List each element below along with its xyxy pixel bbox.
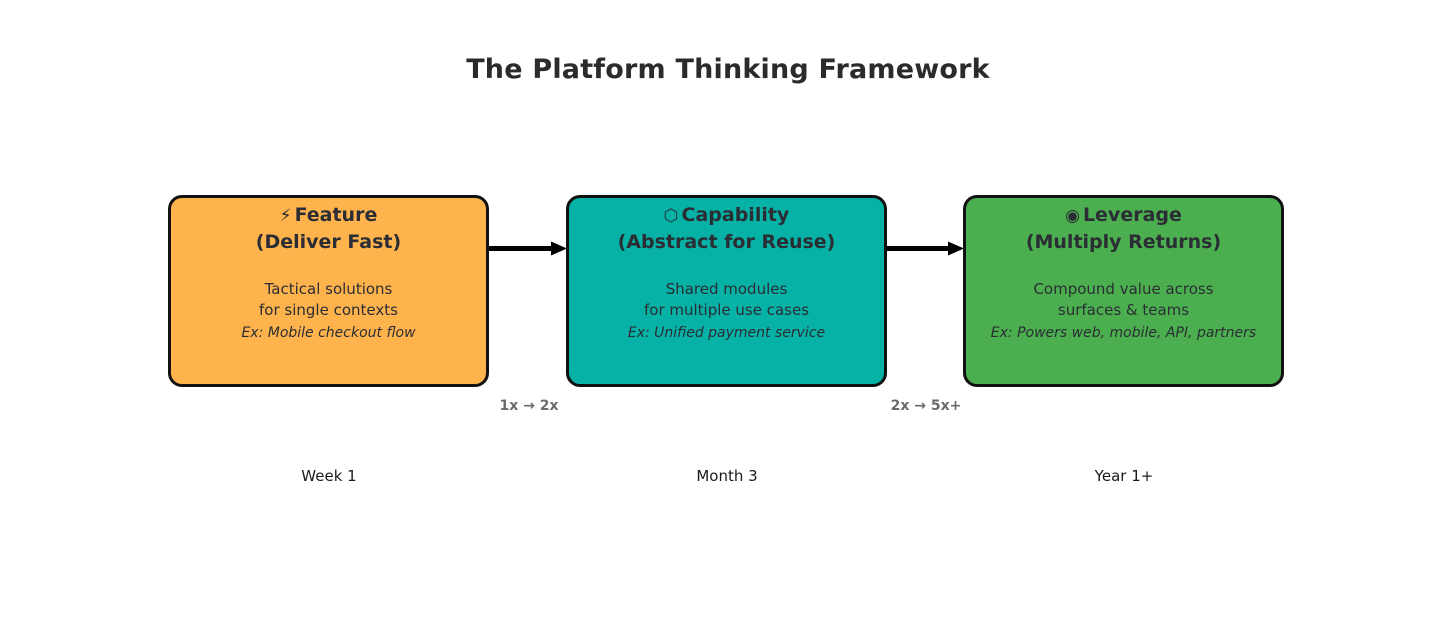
bullseye-icon: ◉ bbox=[1065, 206, 1080, 226]
stage-heading-line2: (Deliver Fast) bbox=[255, 231, 402, 253]
multiplier-label-1: 1x → 2x bbox=[499, 398, 559, 414]
stage-heading-leverage: ◉Leverage (Multiply Returns) bbox=[1026, 202, 1221, 255]
stage-example-capability: Ex: Unified payment service bbox=[627, 325, 826, 341]
timeline-label-leverage: Year 1+ bbox=[1094, 467, 1154, 485]
stage-card-leverage: ◉Leverage (Multiply Returns) Compound va… bbox=[963, 195, 1284, 387]
lightning-bolt-icon: ⚡ bbox=[279, 206, 292, 226]
stage-body-line1: Shared modules bbox=[665, 280, 788, 298]
stage-heading-line2: (Multiply Returns) bbox=[1025, 231, 1222, 253]
timeline-label-feature: Week 1 bbox=[301, 467, 357, 485]
stage-heading-line1: Capability bbox=[681, 204, 790, 226]
stage-body-leverage: Compound value across surfaces & teams bbox=[1033, 279, 1213, 321]
arrow-capability-to-leverage bbox=[886, 241, 964, 256]
stage-heading-line2: (Abstract for Reuse) bbox=[617, 231, 836, 253]
stage-body-line1: Compound value across bbox=[1033, 280, 1214, 298]
stage-example-leverage: Ex: Powers web, mobile, API, partners bbox=[990, 325, 1257, 341]
stage-card-capability: ⬡Capability (Abstract for Reuse) Shared … bbox=[566, 195, 887, 387]
multiplier-label-2: 2x → 5x+ bbox=[890, 398, 962, 414]
stage-heading-line1: Feature bbox=[294, 204, 378, 226]
stage-card-feature: ⚡Feature (Deliver Fast) Tactical solutio… bbox=[168, 195, 489, 387]
arrow-feature-to-capability bbox=[489, 241, 567, 256]
stage-example-feature: Ex: Mobile checkout flow bbox=[241, 325, 416, 341]
hexagon-icon: ⬡ bbox=[663, 206, 679, 226]
stage-body-line2: for single contexts bbox=[259, 301, 398, 319]
stage-body-line2: for multiple use cases bbox=[643, 301, 810, 319]
stage-body-capability: Shared modules for multiple use cases bbox=[644, 279, 809, 321]
stage-heading-line1: Leverage bbox=[1082, 204, 1182, 226]
stage-heading-feature: ⚡Feature (Deliver Fast) bbox=[256, 202, 401, 255]
stage-body-line2: surfaces & teams bbox=[1057, 301, 1190, 319]
stage-body-feature: Tactical solutions for single contexts bbox=[259, 279, 398, 321]
page-title: The Platform Thinking Framework bbox=[466, 54, 990, 85]
stage-heading-capability: ⬡Capability (Abstract for Reuse) bbox=[618, 202, 836, 255]
stage-body-line1: Tactical solutions bbox=[264, 280, 393, 298]
timeline-label-capability: Month 3 bbox=[696, 467, 758, 485]
